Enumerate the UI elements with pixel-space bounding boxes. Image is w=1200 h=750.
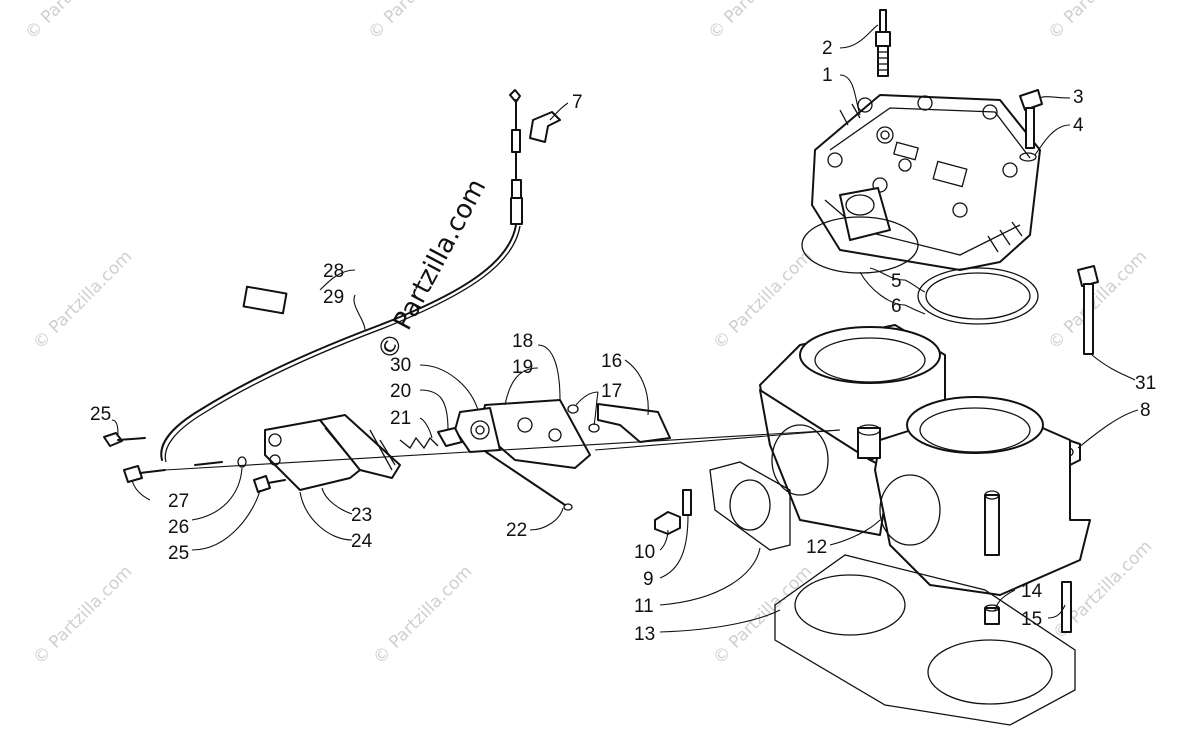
- watermark-tl: © Partzilla.com: [21, 0, 128, 44]
- dowel-and-stud: [984, 581, 1072, 633]
- watermark-m3: © Partzilla.com: [709, 247, 816, 354]
- callout-5: 5: [891, 271, 902, 292]
- head-bolt: [1019, 89, 1043, 162]
- callout-10: 10: [634, 542, 655, 563]
- callout-20: 20: [390, 381, 411, 402]
- callout-14: 14: [1021, 581, 1043, 602]
- callout-labels: 2 1 3 4 5 6 7 8 31 28 29 18 19 30 20 21 …: [90, 38, 1156, 645]
- cylinder-head: [811, 94, 1041, 271]
- callout-31: 31: [1135, 373, 1156, 394]
- callout-21: 21: [390, 408, 411, 429]
- callout-2: 2: [822, 38, 833, 59]
- callout-8: 8: [1140, 400, 1151, 421]
- callout-12: 12: [806, 537, 827, 558]
- cylinder-block: [759, 324, 1091, 596]
- throttle-cable: [160, 89, 523, 463]
- callout-6: 6: [891, 296, 902, 317]
- callout-26: 26: [168, 517, 189, 538]
- long-bolt: [1077, 265, 1099, 355]
- callout-9: 9: [643, 569, 654, 590]
- watermark-b1: © Partzilla.com: [29, 562, 136, 669]
- callout-29: 29: [323, 287, 344, 308]
- callout-18: 18: [512, 331, 533, 352]
- watermark-b2: © Partzilla.com: [369, 562, 476, 669]
- watermark-t3: © Partzilla.com: [704, 0, 811, 44]
- reed-valve-left: [264, 414, 401, 491]
- callout-28: 28: [323, 261, 344, 282]
- callout-17: 17: [601, 381, 622, 402]
- callout-24: 24: [351, 531, 373, 552]
- left-bolts: [103, 432, 286, 493]
- callout-4: 4: [1073, 115, 1084, 136]
- callout-13: 13: [634, 624, 655, 645]
- watermark-b3: © Partzilla.com: [709, 562, 816, 669]
- spark-plug: [875, 9, 891, 77]
- watermark-t2: © Partzilla.com: [364, 0, 471, 44]
- callout-23: 23: [351, 505, 372, 526]
- watermark-main: © Partzilla.com: [372, 174, 493, 365]
- callout-7: 7: [572, 92, 583, 113]
- callout-22: 22: [506, 520, 527, 541]
- callout-15: 15: [1021, 609, 1042, 630]
- callout-1: 1: [822, 65, 833, 86]
- callout-16: 16: [601, 351, 622, 372]
- callout-3: 3: [1073, 87, 1084, 108]
- watermark-t4: © Partzilla.com: [1044, 0, 1151, 44]
- cable-clip: [529, 111, 561, 143]
- exhaust-port-parts: [654, 461, 791, 551]
- throttle-slide-parts: [399, 399, 671, 511]
- base-gasket: [774, 554, 1076, 726]
- callout-27: 27: [168, 491, 189, 512]
- callout-30: 30: [390, 355, 411, 376]
- watermark-m4: © Partzilla.com: [1044, 247, 1151, 354]
- watermark-m1: © Partzilla.com: [29, 247, 136, 354]
- callout-19: 19: [512, 357, 533, 378]
- callout-25b: 25: [168, 543, 189, 564]
- callout-11: 11: [634, 596, 654, 617]
- callout-25a: 25: [90, 404, 111, 425]
- leader-lines: [111, 24, 1139, 633]
